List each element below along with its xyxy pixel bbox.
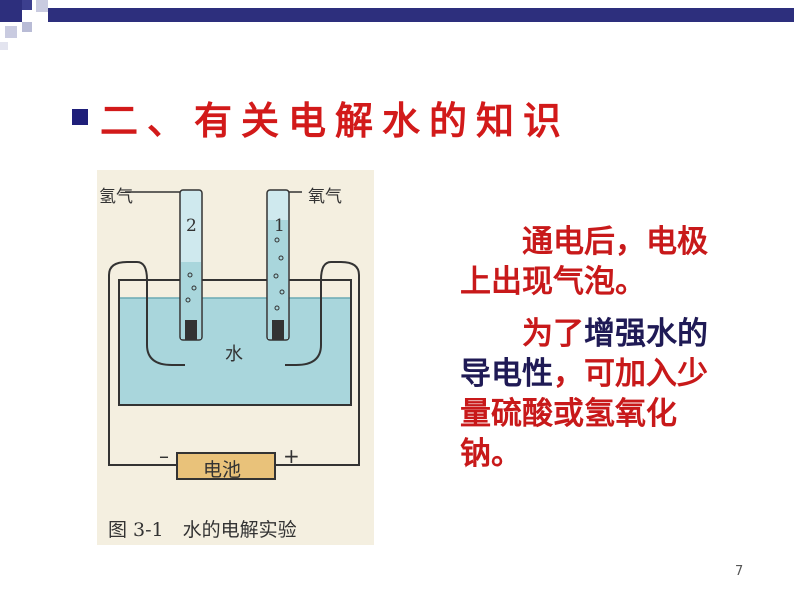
plus-sign: + <box>283 444 300 468</box>
figure-caption: 图 3-1 水的电解实验 <box>108 519 297 541</box>
slide-title: 二、有关电解水的知识 <box>72 92 571 143</box>
battery-label: 电池 <box>203 459 242 481</box>
page-number: 7 <box>735 564 744 579</box>
paragraph2-part3: ，可加入少量硫酸或氢氧化钠。 <box>460 356 708 472</box>
minus-sign: – <box>159 444 169 468</box>
tube-left-number: 2 <box>186 216 197 236</box>
oxygen-label: 氧气 <box>308 187 342 207</box>
title-text: 二、有关电解水的知识 <box>100 97 571 143</box>
water-label: 水 <box>225 344 243 365</box>
electrolysis-diagram <box>108 189 360 480</box>
decorative-squares <box>0 0 794 50</box>
tube-right-number: 1 <box>274 216 285 236</box>
paragraph2-part2: 增强水的导电性 <box>460 316 708 392</box>
explanation-text: 通电后，电极上出现气泡。 为了增强水的导电性，可加入少量硫酸或氢氧化钠。 <box>460 222 730 486</box>
square-bullet-icon <box>72 109 88 125</box>
hydrogen-label: 氢气 <box>99 187 133 207</box>
paragraph2-part1: 为了 <box>522 316 584 352</box>
paragraph-conductivity: 为了增强水的导电性，可加入少量硫酸或氢氧化钠。 <box>460 314 730 474</box>
paragraph-electrodes: 通电后，电极上出现气泡。 <box>460 224 708 300</box>
electrolysis-figure: 氢气 氧气 2 1 水 – + 电池 <box>97 170 374 545</box>
